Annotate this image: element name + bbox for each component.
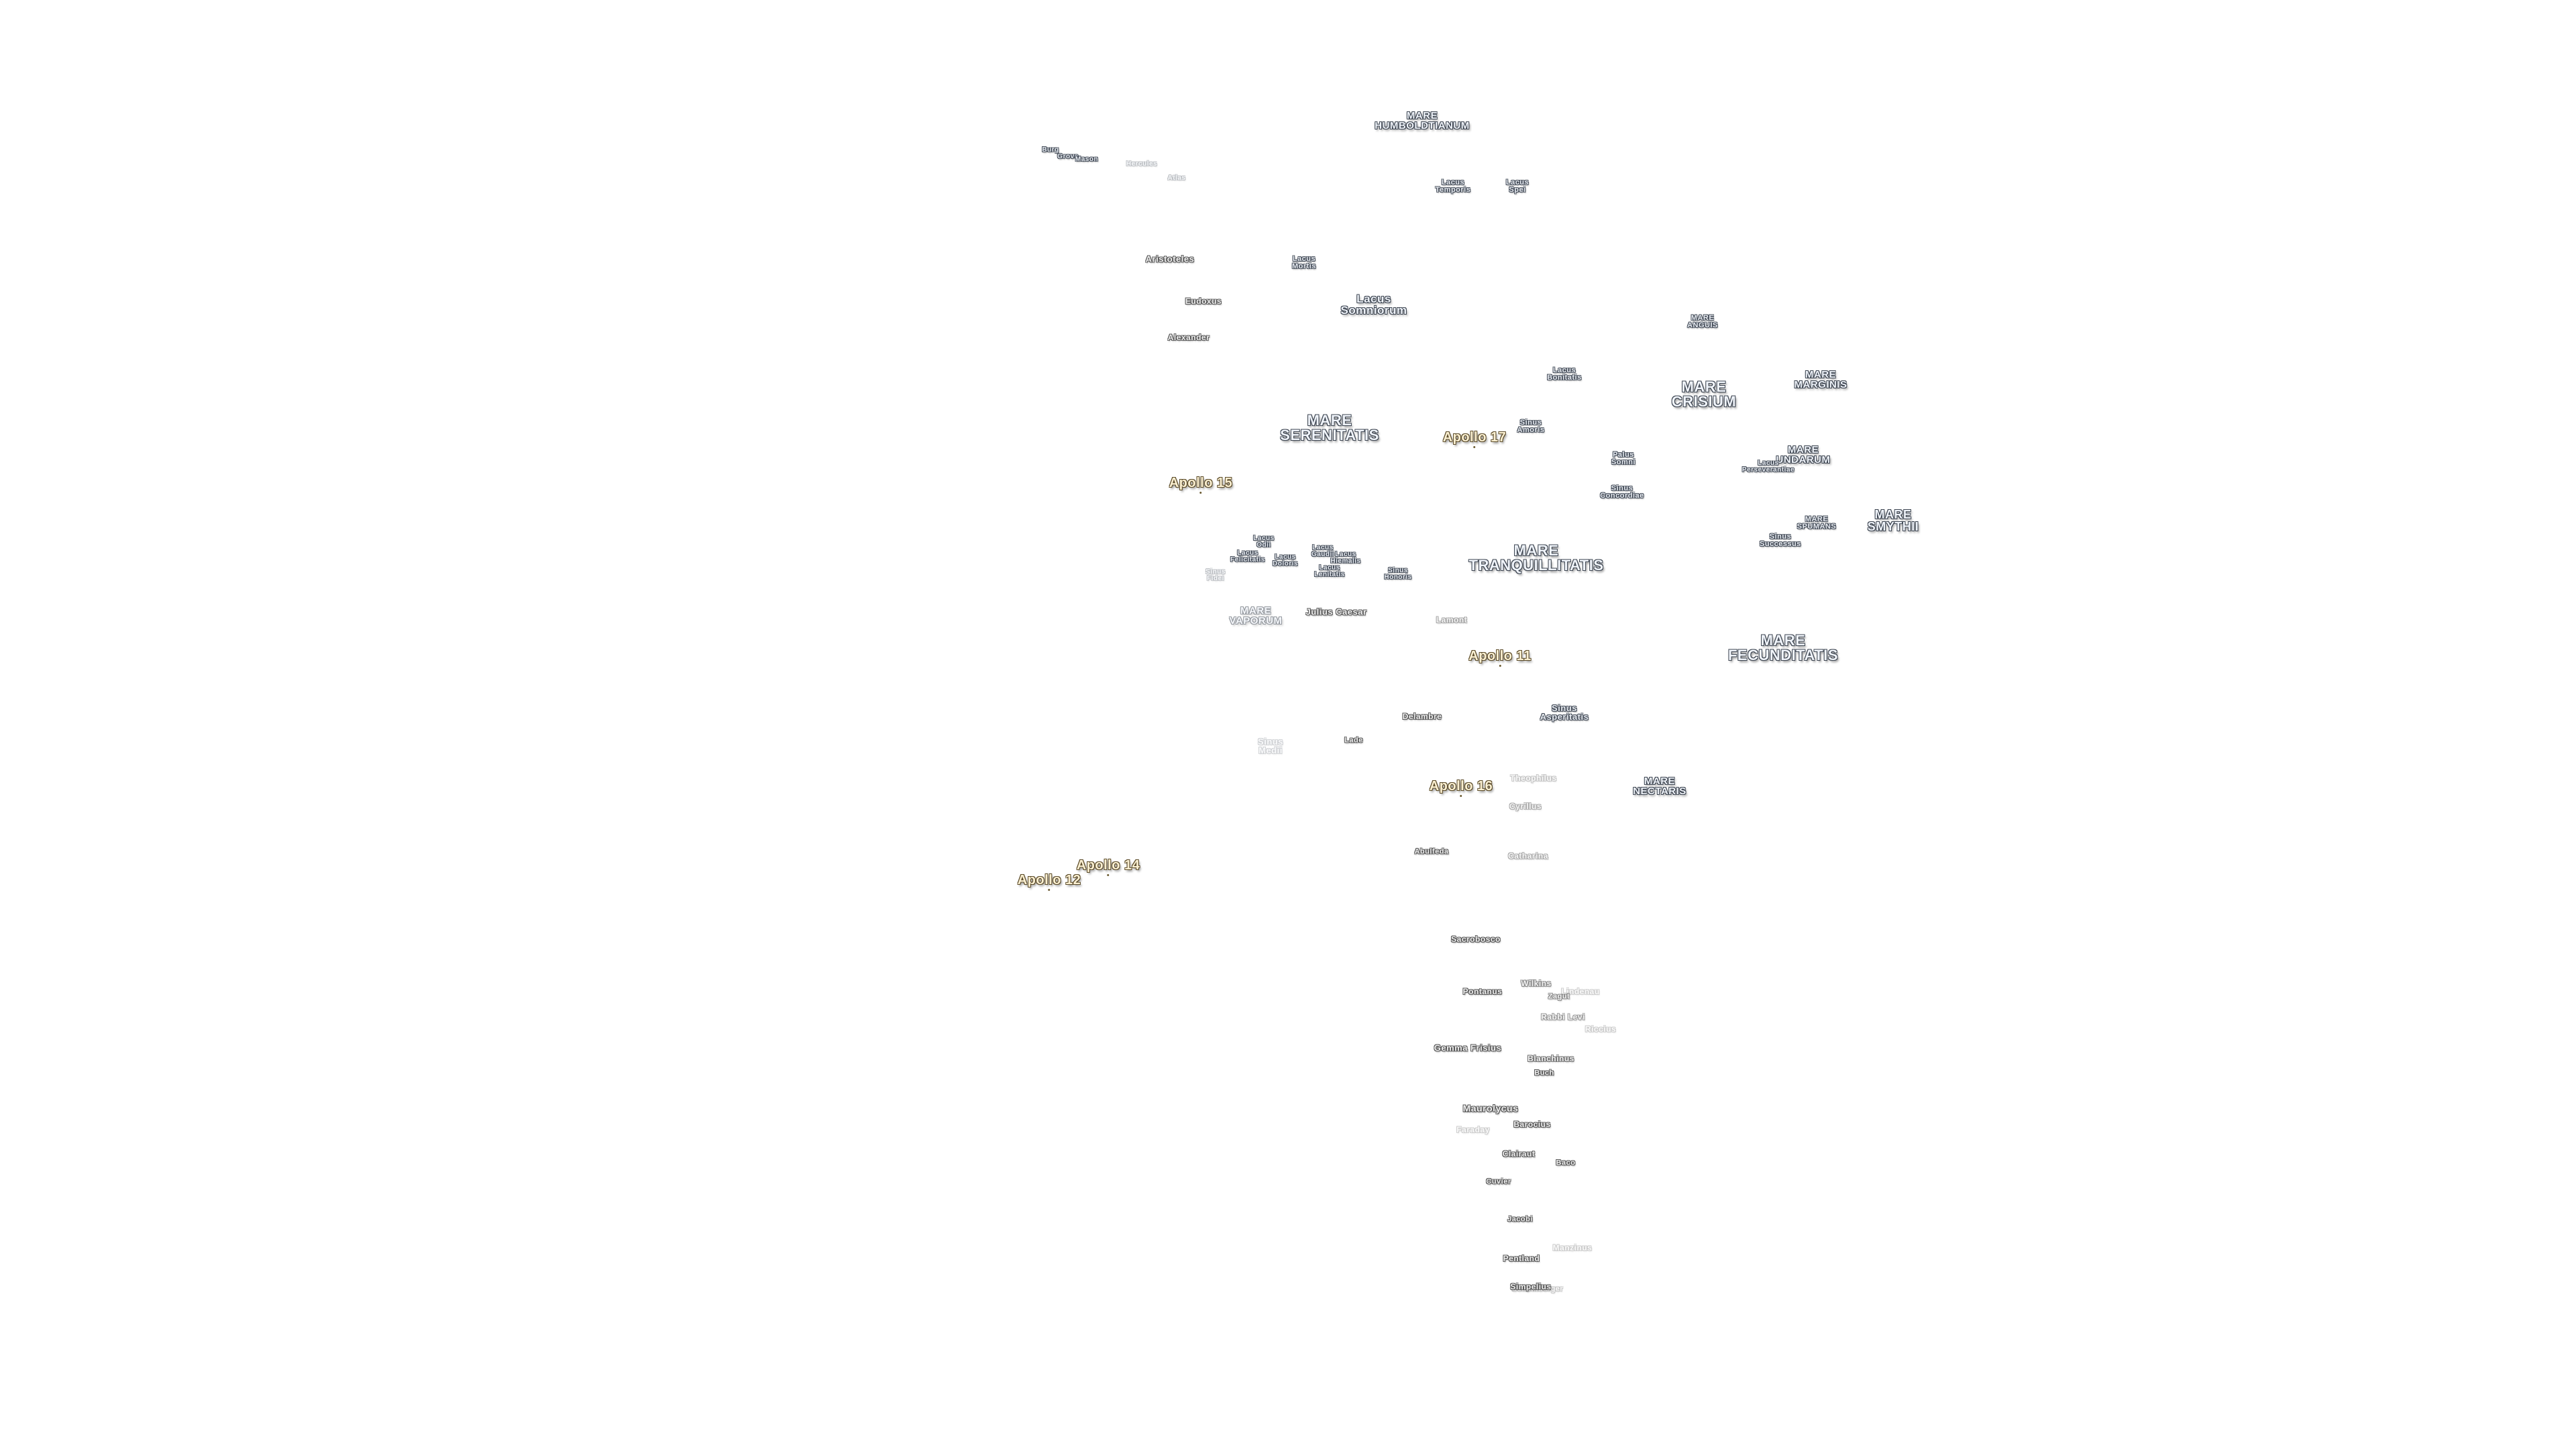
label-mare-serenitatis[interactable]: MARE SERENITATIS [1280, 412, 1379, 443]
label-lacus-bonitatis[interactable]: Lacus Bonitatis [1547, 366, 1582, 382]
apollo-17-site[interactable]: Apollo 17 [1442, 430, 1507, 445]
label-cuvier[interactable]: Cuvier [1486, 1177, 1511, 1186]
label-lade[interactable]: Lade [1344, 736, 1363, 745]
label-aristoteles[interactable]: Aristoteles [1145, 254, 1195, 264]
label-mare-marginis[interactable]: MARE MARGINIS [1794, 369, 1847, 390]
label-lacus-felicitatis[interactable]: Lacus Felicitatis [1230, 549, 1265, 564]
label-catharina[interactable]: Catharina [1508, 851, 1548, 861]
label-cyrillus[interactable]: Cyrillus [1509, 802, 1542, 811]
label-theophilus[interactable]: Theophilus [1510, 773, 1557, 783]
label-lacus-spei[interactable]: Lacus Spei [1505, 178, 1529, 194]
label-maurolycus[interactable]: Maurolycus [1462, 1103, 1519, 1114]
label-sinus-medii[interactable]: Sinus Medii [1258, 737, 1283, 755]
label-mare-undarum[interactable]: MARE UNDARUM [1776, 444, 1831, 466]
label-burg[interactable]: Burg [1042, 146, 1059, 154]
label-mason[interactable]: Mason [1075, 156, 1099, 163]
apollo-11-site[interactable]: Apollo 11 [1468, 649, 1532, 663]
label-riccius[interactable]: Riccius [1585, 1024, 1617, 1034]
label-atlas[interactable]: Atlas [1167, 174, 1186, 182]
apollo-15-site[interactable]: Apollo 15 [1169, 476, 1233, 490]
label-delambre[interactable]: Delambre [1402, 712, 1442, 721]
label-simpelius[interactable]: Simpelius [1510, 1282, 1552, 1291]
label-mare-tranquillitatis[interactable]: MARE TRANQUILLITATIS [1468, 542, 1604, 574]
label-lacus-perseverantiae[interactable]: Lacus Perseverantiae [1741, 460, 1795, 474]
label-blanchinus[interactable]: Blanchinus [1527, 1054, 1574, 1063]
label-grove[interactable]: Grove [1057, 153, 1079, 160]
label-abulfeda[interactable]: Abulfeda [1414, 847, 1449, 856]
label-mare-anguis[interactable]: MARE ANGUIS [1687, 314, 1718, 329]
label-sinus-concordiae[interactable]: Sinus Concordiae [1600, 484, 1644, 500]
label-mare-vaporum[interactable]: MARE VAPORUM [1229, 605, 1283, 627]
label-lacus-somniorum[interactable]: Lacus Somniorum [1340, 292, 1407, 317]
label-wilkins[interactable]: Wilkins [1521, 979, 1552, 988]
label-palus-somni[interactable]: Palus Somni [1611, 451, 1636, 466]
label-sacrobosco[interactable]: Sacrobosco [1451, 934, 1501, 944]
label-baco[interactable]: Baco [1556, 1159, 1576, 1167]
label-sinus-amoris[interactable]: Sinus Amoris [1517, 419, 1545, 434]
label-lindenau[interactable]: Lindenau [1561, 987, 1600, 996]
label-lacus-doloris[interactable]: Lacus Doloris [1273, 553, 1298, 568]
label-manzinus[interactable]: Manzinus [1552, 1243, 1593, 1252]
label-sinus-successus[interactable]: Sinus Successus [1760, 533, 1801, 548]
apollo-12-site[interactable]: Apollo 12 [1017, 873, 1081, 888]
label-lacus-temporis[interactable]: Lacus Temporis [1435, 178, 1471, 194]
label-lacus-odii[interactable]: Lacus Odii [1253, 535, 1275, 549]
label-zagut[interactable]: Zagut [1548, 992, 1570, 1001]
label-jacobi[interactable]: Jacobi [1507, 1215, 1533, 1224]
label-lamont[interactable]: Lamont [1436, 615, 1468, 625]
apollo-14-site[interactable]: Apollo 14 [1076, 858, 1140, 873]
label-julius-caesar[interactable]: Julius Caesar [1305, 606, 1367, 617]
label-hercules[interactable]: Hercules [1126, 160, 1158, 168]
label-lacus-mortis[interactable]: Lacus Mortis [1292, 255, 1316, 270]
apollo-16-site[interactable]: Apollo 16 [1429, 779, 1493, 794]
label-mare-spumans[interactable]: MARE SPUMANS [1796, 515, 1837, 531]
label-mare-crisium[interactable]: MARE CRISIUM [1671, 378, 1737, 410]
label-faraday[interactable]: Faraday [1456, 1125, 1490, 1134]
label-schomberger[interactable]: Schomberger [1511, 1285, 1564, 1293]
label-sinus-honoris[interactable]: Sinus Honoris [1384, 567, 1412, 581]
label-sinus-asperitatis[interactable]: Sinus Asperitatis [1540, 703, 1589, 722]
label-mare-humboldtianum[interactable]: MARE HUMBOLDTIANUM [1375, 110, 1470, 131]
label-mare-fecunditatis[interactable]: MARE FECUNDITATIS [1727, 632, 1839, 663]
label-pentland[interactable]: Pentland [1503, 1254, 1540, 1263]
label-sinus-fidei[interactable]: Sinus Fidei [1205, 568, 1226, 582]
label-mare-nectaris[interactable]: MARE NECTARIS [1633, 775, 1686, 797]
label-lacus-hiemalis[interactable]: Lacus Hiemalis [1330, 551, 1361, 565]
label-barocius[interactable]: Barocius [1513, 1120, 1551, 1129]
label-lacus-lenitatis[interactable]: Lacus Lenitatis [1314, 564, 1345, 578]
label-gemma-frisius[interactable]: Gemma Frisius [1434, 1042, 1502, 1053]
label-lacus-gaudii[interactable]: Lacus Gaudii [1311, 544, 1335, 558]
label-rabbi-levi[interactable]: Rabbi Levi [1541, 1012, 1585, 1022]
label-alexander[interactable]: Alexander [1167, 333, 1210, 342]
label-clairaut[interactable]: Clairaut [1502, 1149, 1536, 1159]
label-buch[interactable]: Buch [1534, 1069, 1554, 1077]
label-pontanus[interactable]: Pontanus [1462, 987, 1503, 996]
label-mare-smythii[interactable]: MARE SMYTHII [1867, 508, 1919, 533]
label-eudoxus[interactable]: Eudoxus [1185, 297, 1222, 306]
